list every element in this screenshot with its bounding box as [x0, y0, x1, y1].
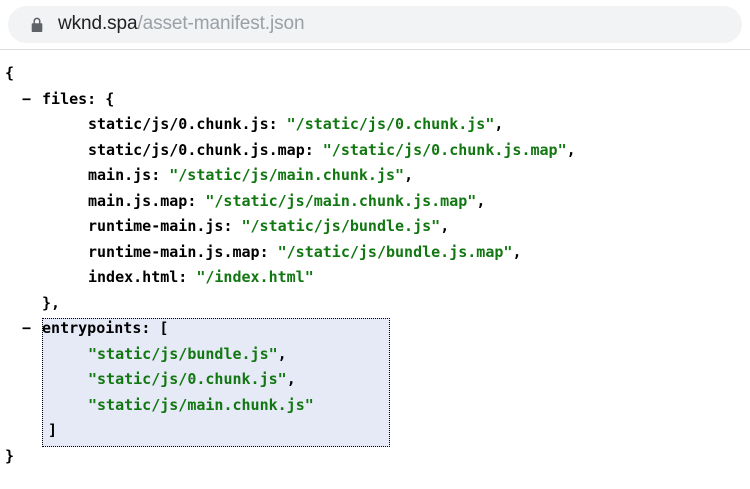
entry-key[interactable]: static/js/0.chunk.js:	[88, 115, 278, 133]
collapse-toggle-entrypoints[interactable]: −	[22, 319, 32, 337]
entry-key[interactable]: static/js/0.chunk.js.map:	[88, 140, 314, 159]
omnibox[interactable]: wknd.spa/asset-manifest.json	[8, 6, 742, 43]
array-item-comma: ,	[286, 370, 296, 388]
json-array-item: "static/js/main.chunk.js"	[0, 393, 750, 419]
entry-key[interactable]: main.js:	[88, 166, 161, 184]
lock-icon[interactable]	[30, 17, 44, 33]
json-line-files-close: },	[0, 291, 750, 317]
json-entry-row: runtime-main.js: "/static/js/bundle.js",	[0, 214, 750, 240]
entry-value[interactable]: "/static/js/0.chunk.js"	[286, 115, 495, 133]
entry-key[interactable]: runtime-main.js.map:	[88, 242, 269, 261]
url-host: wknd.spa	[58, 13, 138, 34]
entry-comma: ,	[494, 115, 504, 133]
entry-comma: ,	[512, 242, 522, 261]
entry-value[interactable]: "/static/js/bundle.js"	[241, 217, 441, 235]
files-close-brace: },	[42, 293, 61, 312]
json-entry-row: main.js: "/static/js/main.chunk.js",	[0, 163, 750, 189]
collapse-toggle-files[interactable]: −	[22, 89, 32, 108]
root-open-brace: {	[5, 64, 15, 82]
json-array-item: "static/js/bundle.js",	[0, 342, 750, 368]
entry-comma: ,	[476, 191, 486, 210]
json-entry-row: runtime-main.js.map: "/static/js/bundle.j…	[0, 240, 750, 266]
array-item-value[interactable]: "static/js/bundle.js"	[88, 344, 278, 363]
json-line-root-close: }	[0, 444, 750, 470]
entry-value[interactable]: "/static/js/bundle.js.map"	[277, 242, 513, 261]
json-entry-row: main.js.map: "/static/js/main.chunk.js.ma…	[0, 189, 750, 215]
entry-key[interactable]: main.js.map:	[88, 191, 197, 210]
entry-comma: ,	[440, 217, 450, 235]
array-item-value[interactable]: "static/js/0.chunk.js"	[88, 370, 287, 388]
json-entry-row: static/js/0.chunk.js: "/static/js/0.chunk…	[0, 112, 750, 138]
json-line-entrypoints-close: ]	[0, 418, 750, 444]
entry-value[interactable]: "/static/js/0.chunk.js.map"	[322, 140, 567, 159]
array-item-comma: ,	[277, 344, 287, 363]
root-close-brace: }	[5, 446, 15, 465]
json-line-files-header: −files: {	[0, 87, 750, 113]
array-item-value[interactable]: "static/js/main.chunk.js"	[88, 395, 314, 414]
entry-key[interactable]: runtime-main.js:	[88, 217, 233, 235]
entrypoints-open-bracket: [	[159, 319, 169, 337]
entry-value[interactable]: "/static/js/main.chunk.js.map"	[205, 191, 477, 210]
files-open-brace: {	[105, 89, 115, 108]
key-files[interactable]: files:	[42, 89, 97, 108]
entry-comma: ,	[566, 140, 576, 159]
json-line-root-open: {	[0, 61, 750, 87]
entry-value[interactable]: "/index.html"	[196, 268, 314, 286]
key-entrypoints[interactable]: entrypoints:	[42, 319, 151, 337]
entry-value[interactable]: "/static/js/main.chunk.js"	[169, 166, 405, 184]
urlbar-separator	[0, 49, 750, 50]
json-array-item: "static/js/0.chunk.js",	[0, 367, 750, 393]
browser-url-bar: wknd.spa/asset-manifest.json	[0, 0, 750, 50]
json-entry-row: index.html: "/index.html"	[0, 265, 750, 291]
url-path: /asset-manifest.json	[137, 13, 305, 34]
entry-key[interactable]: index.html:	[88, 268, 188, 286]
entry-comma: ,	[404, 166, 414, 184]
json-viewer: { −files:{ static/js/0.chunk.js:"/static…	[0, 50, 750, 489]
url-text[interactable]: wknd.spa/asset-manifest.json	[58, 13, 305, 35]
json-line-entrypoints-header: −entrypoints: [	[0, 316, 750, 342]
entrypoints-close-bracket: ]	[48, 421, 58, 439]
json-entry-row: static/js/0.chunk.js.map: "/static/js/0.c…	[0, 138, 750, 164]
selection-highlight-box	[42, 318, 390, 447]
